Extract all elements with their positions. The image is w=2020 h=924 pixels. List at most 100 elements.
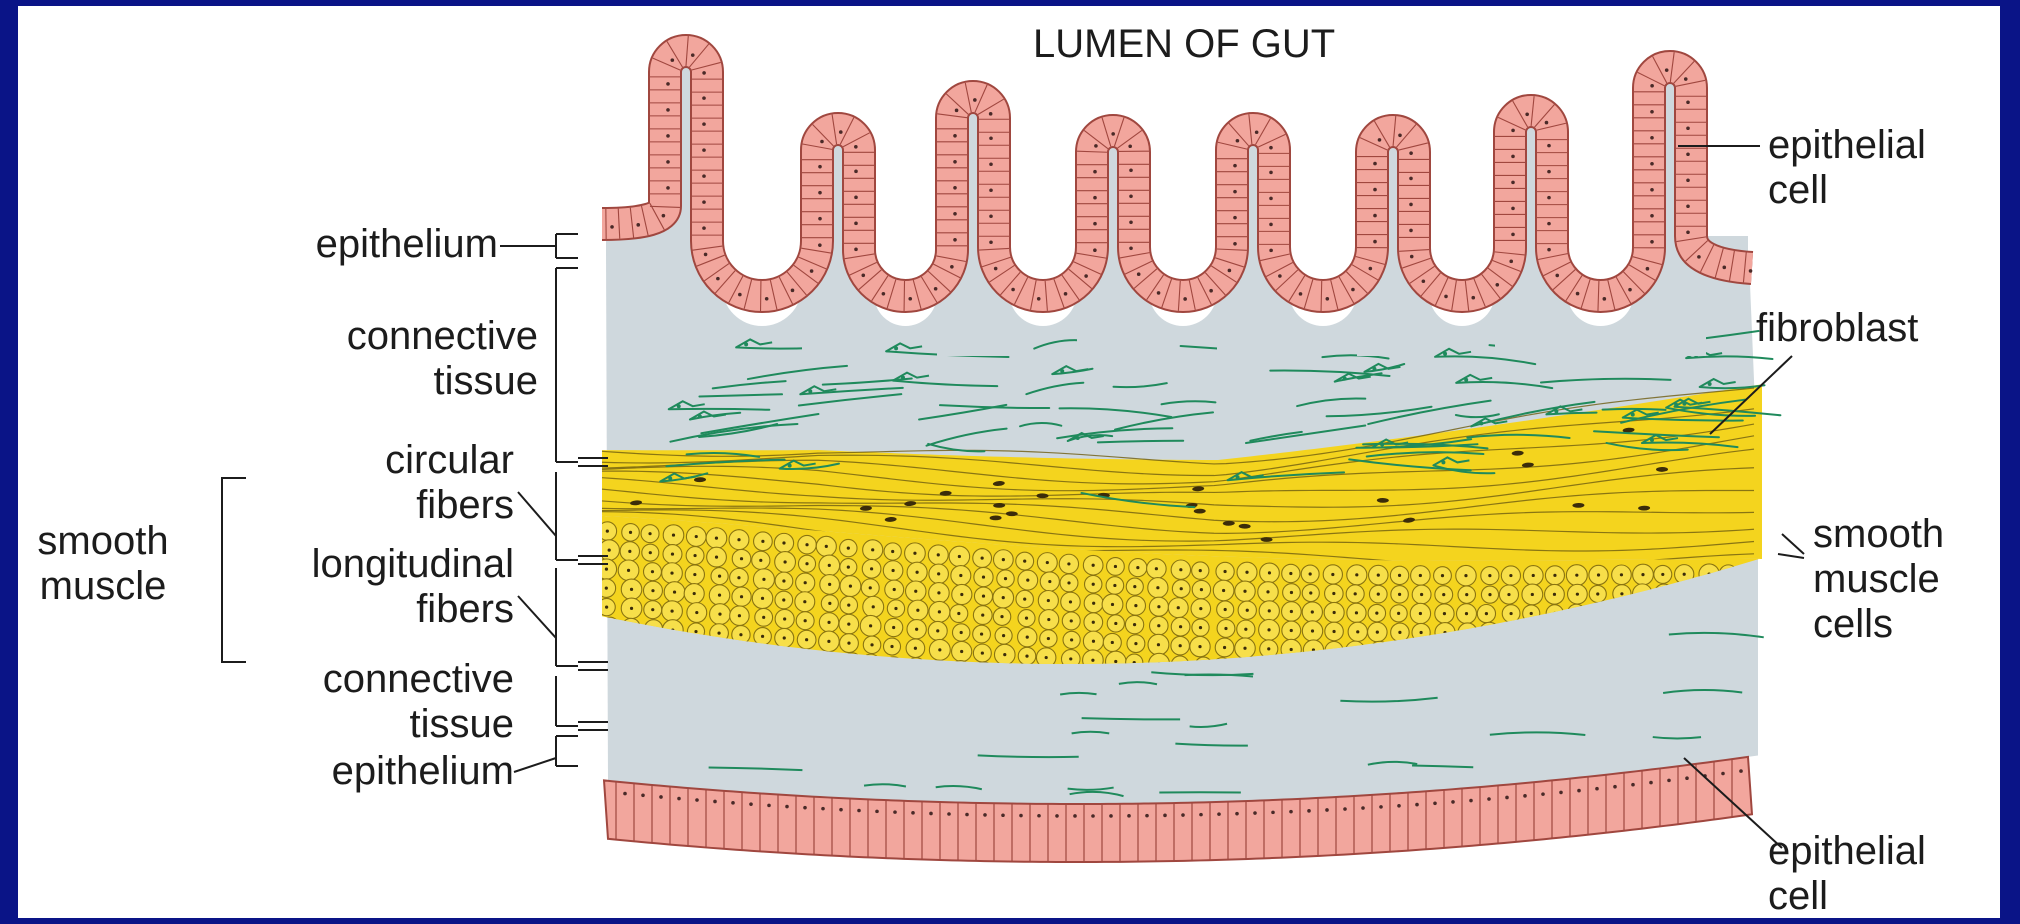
nucleus	[666, 186, 670, 190]
muscle-cell-nucleus	[1620, 573, 1623, 576]
muscle-cell-nucleus	[1047, 618, 1050, 621]
muscle-cell-nucleus	[869, 586, 872, 589]
muscle-cell-nucleus	[805, 543, 808, 546]
muscle-cell-nucleus	[847, 547, 850, 550]
muscle-cell-nucleus	[1507, 593, 1510, 596]
nucleus	[1523, 794, 1527, 798]
nucleus	[1129, 221, 1133, 225]
nucleus	[1547, 222, 1551, 226]
nucleus	[965, 813, 969, 817]
muscle-cell-nucleus	[1311, 629, 1314, 632]
muscle-cell-nucleus	[1290, 591, 1293, 594]
muscle-cell-nucleus	[1199, 569, 1202, 572]
muscle-cell-nucleus	[1155, 567, 1158, 570]
nucleus	[1093, 196, 1097, 200]
nucleus	[1255, 130, 1259, 134]
muscle-cell-nucleus	[1290, 629, 1293, 632]
nucleus	[1511, 155, 1515, 159]
nucleus	[1613, 785, 1617, 789]
fibroblast-nucleus	[1682, 402, 1686, 406]
muscle-cell-nucleus	[1419, 574, 1422, 577]
leader-smooth-muscle-cells	[1778, 534, 1804, 558]
nucleus	[1094, 144, 1098, 148]
muscle-cell-nucleus	[782, 579, 785, 582]
muscle-cell-nucleus	[1023, 598, 1026, 601]
nucleus	[1233, 216, 1237, 220]
muscle-cell-nucleus	[1092, 640, 1095, 643]
muscle-cell-nucleus	[715, 536, 718, 539]
muscle-cell-nucleus	[1355, 611, 1358, 614]
muscle-cell-nucleus	[1266, 590, 1269, 593]
nucleus	[1409, 151, 1413, 155]
nucleus	[1373, 188, 1377, 192]
muscle-cell-nucleus	[783, 617, 786, 620]
muscle-cell-nucleus	[1067, 581, 1070, 584]
muscle-cell-nucleus	[828, 602, 831, 605]
muscle-cell-nucleus	[982, 575, 985, 578]
muscle-cell-nucleus	[1332, 630, 1335, 633]
nucleus	[713, 800, 717, 804]
muscle-cell-nucleus	[914, 647, 917, 650]
muscle-cell-nucleus	[1200, 588, 1203, 591]
muscle-cell-nucleus	[1290, 610, 1293, 613]
muscle-cell-nucleus	[1441, 574, 1444, 577]
muscle-cell-nucleus	[1354, 592, 1357, 595]
muscle-cell-nucleus	[1047, 637, 1050, 640]
muscle-cell-nucleus	[827, 621, 830, 624]
nucleus	[1351, 288, 1355, 292]
muscle-cell-nucleus	[605, 568, 608, 571]
muscle-cell-nucleus	[1268, 609, 1271, 612]
nucleus	[1373, 214, 1377, 218]
muscle-cell-nucleus	[782, 541, 785, 544]
nucleus	[953, 238, 957, 242]
muscle-cell-nucleus	[1268, 571, 1271, 574]
nucleus	[1576, 292, 1580, 296]
muscle-cell-nucleus	[672, 533, 675, 536]
nucleus	[1685, 776, 1689, 780]
fibroblast-nucleus	[1443, 352, 1447, 356]
nucleus	[1269, 146, 1273, 150]
nucleus	[1129, 169, 1133, 173]
muscle-cell-nucleus	[1244, 628, 1247, 631]
nucleus	[953, 160, 957, 164]
muscle-cell-nucleus	[1309, 591, 1312, 594]
nucleus	[702, 226, 706, 230]
muscle-cell-nucleus	[1331, 573, 1334, 576]
nucleus	[1631, 783, 1635, 787]
muscle-cell-nucleus	[938, 648, 941, 651]
nucleus	[702, 122, 706, 126]
muscle-cell-nucleus	[1620, 592, 1623, 595]
muscle-cell-nucleus	[651, 608, 654, 611]
muscle-cell-nucleus	[1419, 631, 1422, 634]
muscle-cell-nucleus	[1179, 568, 1182, 571]
nucleus	[973, 98, 977, 102]
muscle-cell-nucleus	[1597, 573, 1600, 576]
muscle-cell-nucleus	[1576, 593, 1579, 596]
nucleus	[1253, 811, 1257, 815]
label-connective-tissue-top: connective tissue	[218, 314, 538, 404]
muscle-cell-nucleus	[871, 548, 874, 551]
nucleus	[1650, 84, 1654, 88]
nucleus	[767, 804, 771, 808]
muscle-cell-nucleus	[1245, 571, 1248, 574]
nucleus	[1577, 789, 1581, 793]
muscle-cell-nucleus	[1179, 644, 1182, 647]
muscle-cell-nucleus	[1290, 648, 1293, 651]
nucleus	[702, 200, 706, 204]
nucleus	[1686, 230, 1690, 234]
muscle-cell-nucleus	[1048, 580, 1051, 583]
muscle-cell-nucleus	[1309, 572, 1312, 575]
muscle-cell-nucleus	[738, 614, 741, 617]
muscle-cell-nucleus	[1046, 561, 1049, 564]
muscle-cell-nucleus	[630, 607, 633, 610]
muscle-cell-nucleus	[847, 623, 850, 626]
muscle-cell-nucleus	[1442, 593, 1445, 596]
nucleus	[818, 191, 822, 195]
nucleus	[1686, 126, 1690, 130]
nucleus	[1127, 814, 1131, 818]
muscle-cell-nucleus	[960, 650, 963, 653]
nucleus	[1684, 77, 1688, 81]
nucleus	[1595, 787, 1599, 791]
nucleus	[1019, 814, 1023, 818]
bracket-epithelium-bottom	[514, 736, 578, 772]
